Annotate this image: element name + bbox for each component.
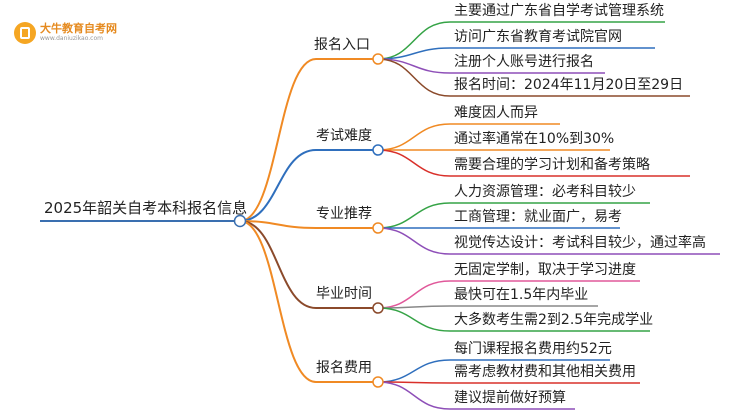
leaf-connector xyxy=(377,359,451,383)
branch-node xyxy=(372,376,384,388)
logo-title: 大牛教育自考网 xyxy=(40,22,117,35)
branch-label: 考试难度 xyxy=(316,128,372,144)
leaf-label: 最快可在1.5年内毕业 xyxy=(454,287,589,303)
branch-node xyxy=(372,144,384,156)
branch-connector xyxy=(239,220,317,383)
leaf-label: 报名时间：2024年11月20日至29日 xyxy=(454,77,684,93)
leaf-connector xyxy=(377,381,451,410)
root-node xyxy=(233,214,247,228)
leaf-label: 人力资源管理：必考科目较少 xyxy=(454,184,636,200)
leaf-label: 大多数考生需2到2.5年完成学业 xyxy=(454,312,654,328)
leaf-connector xyxy=(377,202,451,229)
leaf-connector xyxy=(377,307,451,332)
leaf-connector xyxy=(377,280,451,309)
branch-label: 报名费用 xyxy=(316,360,372,376)
book-icon xyxy=(14,22,36,44)
leaf-label: 主要通过广东省自学考试管理系统 xyxy=(454,3,664,19)
leaf-connector xyxy=(377,123,451,151)
leaf-label: 需要合理的学习计划和备考策略 xyxy=(454,157,650,173)
branch-node xyxy=(372,302,384,314)
leaf-connector xyxy=(377,149,451,177)
leaf-connector xyxy=(377,58,451,74)
branch-label: 毕业时间 xyxy=(316,286,372,302)
leaf-label: 注册个人账号进行报名 xyxy=(454,54,594,70)
branch-connector xyxy=(239,149,317,222)
leaf-label: 每门课程报名费用约52元 xyxy=(454,341,612,357)
branch-connector xyxy=(239,58,317,222)
leaf-label: 通过率通常在10%到30% xyxy=(454,131,615,147)
leaf-label: 工商管理：就业面广，易考 xyxy=(454,209,622,225)
leaf-connector xyxy=(377,227,451,255)
leaf-label: 难度因人而异 xyxy=(454,105,538,121)
leaf-connector xyxy=(377,58,451,97)
root-label: 2025年韶关自考本科报名信息 xyxy=(44,199,248,217)
branch-node xyxy=(372,53,384,65)
leaf-connector xyxy=(377,21,451,60)
logo-url: www.daniuzikao.com xyxy=(40,35,103,42)
leaf-label: 建议提前做好预算 xyxy=(454,390,566,406)
branch-label: 专业推荐 xyxy=(316,206,372,222)
branch-connector xyxy=(239,220,317,309)
leaf-label: 需考虑教材费和其他相关费用 xyxy=(454,364,636,380)
branch-connector xyxy=(239,220,317,229)
branch-label: 报名入口 xyxy=(314,37,370,53)
leaf-label: 无固定学制，取决于学习进度 xyxy=(454,262,636,278)
leaf-label: 访问广东省教育考试院官网 xyxy=(454,29,622,45)
leaf-label: 视觉传达设计：考试科目较少，通过率高 xyxy=(454,235,706,251)
site-logo: 大牛教育自考网 www.daniuzikao.com xyxy=(14,20,134,48)
branch-node xyxy=(372,222,384,234)
